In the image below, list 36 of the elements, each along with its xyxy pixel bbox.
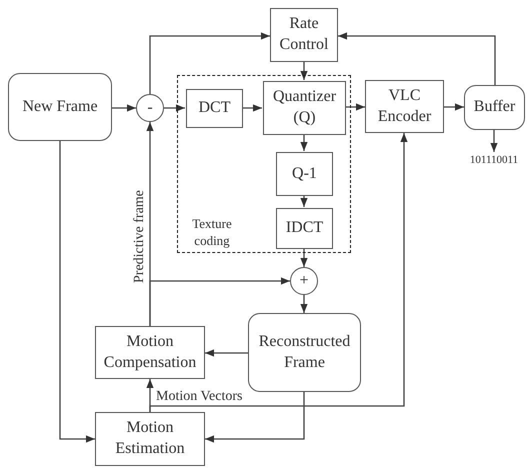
arrow [300,195,308,207]
process-box: Reconstructed Frame [248,313,361,392]
process-box: DCT [186,89,243,128]
arrow [149,32,270,94]
arrow [444,103,464,111]
subtractor-circle: - [136,94,164,122]
arrow [242,104,262,112]
arrow [300,295,308,313]
buffer-box: Buffer [464,85,525,130]
process-box: Motion Compensation [95,326,205,379]
arrow [112,104,136,112]
process-box: Motion Estimation [95,412,205,466]
process-box: Rate Control [270,8,338,62]
arrow [300,62,308,80]
arrow [300,248,308,267]
arrow [205,392,305,443]
arrow [205,349,248,357]
group-box [177,75,351,253]
arrow [149,133,408,412]
arrow [59,141,95,443]
group-label: Texture coding [191,216,233,250]
process-box: Q-1 [276,152,333,196]
arrow [149,277,290,326]
edge-label: Motion Vectors [155,390,244,404]
arrow [164,104,185,112]
process-box: New Frame [8,73,112,141]
process-box: Quantizer (Q) [263,81,346,135]
bitstream-text: 101110011 [462,152,526,168]
edge-label: Predictive frame [133,189,147,285]
process-box: IDCT [276,208,333,249]
adder-circle: + [290,267,318,295]
arrow [490,130,498,152]
process-box: VLC Encoder [365,80,444,133]
arrow [338,32,496,85]
arrow [345,103,365,111]
arrow [300,134,308,151]
